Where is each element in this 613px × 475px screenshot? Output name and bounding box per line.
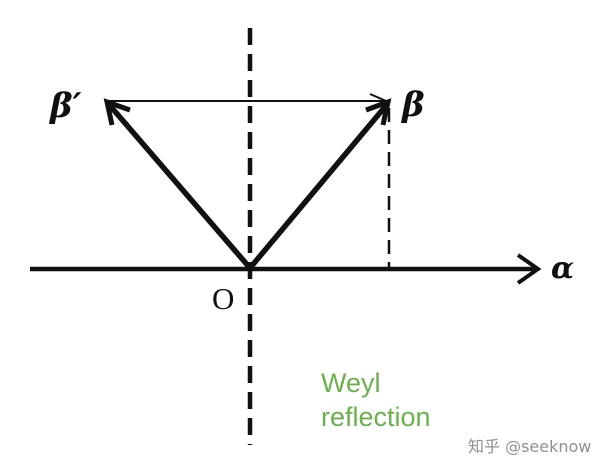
beta-prime-vector — [109, 105, 253, 271]
beta-label: β — [400, 85, 425, 125]
watermark-text: 知乎 @seeknow — [468, 437, 592, 456]
alpha-axis-arrowhead — [516, 253, 542, 285]
origin-label: O — [212, 281, 234, 316]
alpha-label: α — [551, 251, 574, 286]
beta-vector-arrowhead — [365, 98, 392, 126]
beta-prime-vector-arrowhead — [103, 98, 131, 126]
beta-prime-label: β′ — [48, 86, 82, 126]
weyl-reflection-caption: Weyl reflection — [321, 366, 431, 434]
caption-line-2: reflection — [321, 402, 431, 432]
beta-vector — [247, 105, 387, 271]
caption-line-1: Weyl — [321, 368, 381, 398]
